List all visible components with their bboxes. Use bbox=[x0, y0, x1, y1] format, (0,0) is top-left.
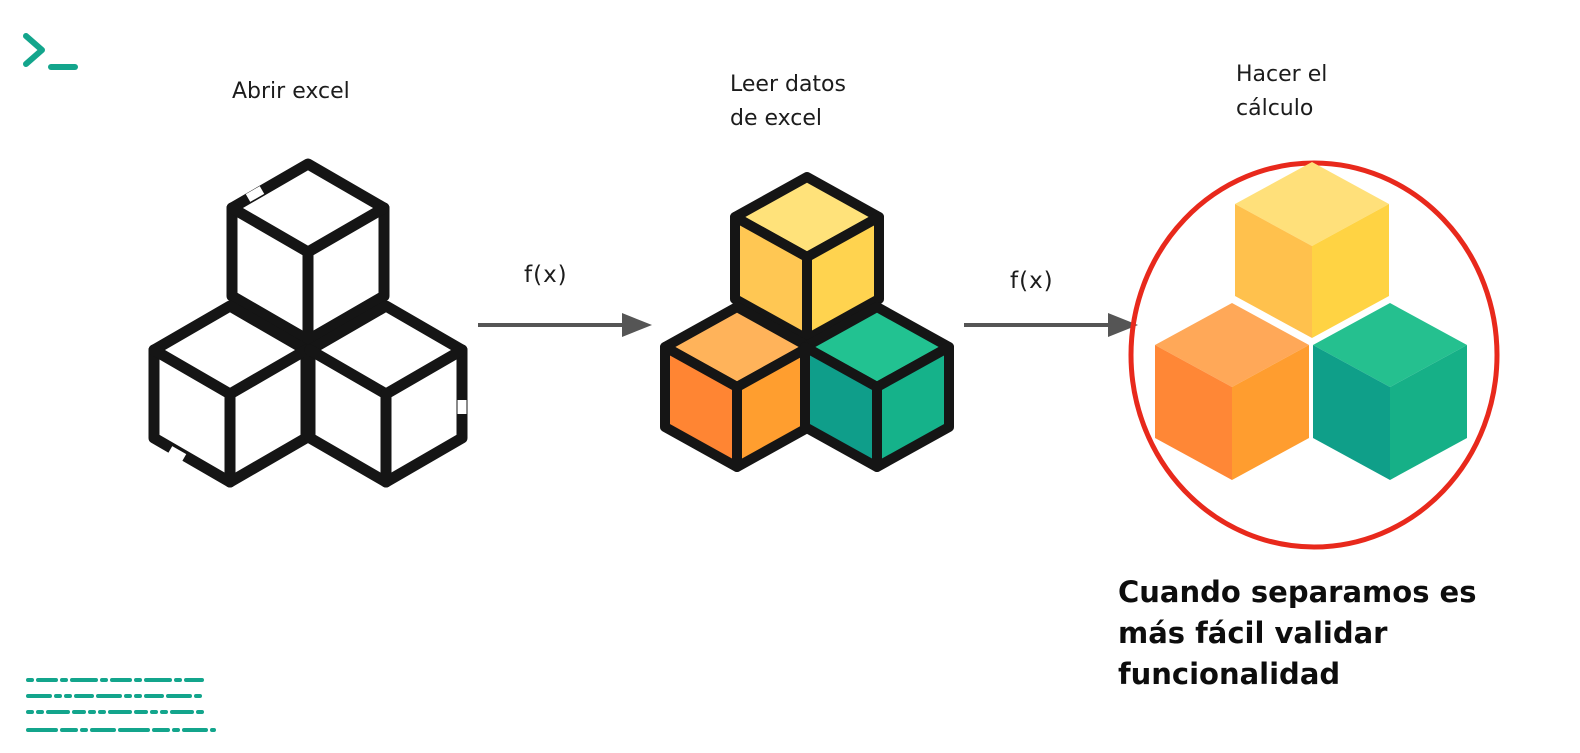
step-3-label: Hacer el cálculo bbox=[1236, 62, 1328, 121]
highlight-circle bbox=[1128, 160, 1500, 550]
arrow-1-label: f(x) bbox=[524, 262, 568, 288]
terminal-prompt-icon bbox=[23, 33, 78, 70]
caption: Cuando separamos es más fácil validar fu… bbox=[1118, 575, 1477, 691]
arrow-1 bbox=[478, 313, 652, 337]
colored-outlined-cubes-icon bbox=[660, 172, 954, 472]
step-2-label: Leer datos de excel bbox=[730, 72, 846, 131]
arrow-2-label: f(x) bbox=[1010, 268, 1054, 294]
step-1-label: Abrir excel bbox=[232, 79, 350, 104]
dashed-lines-icon bbox=[26, 678, 216, 732]
arrow-2 bbox=[964, 313, 1138, 337]
outline-cubes-icon bbox=[148, 158, 468, 488]
colored-cubes-icon bbox=[1155, 162, 1467, 480]
